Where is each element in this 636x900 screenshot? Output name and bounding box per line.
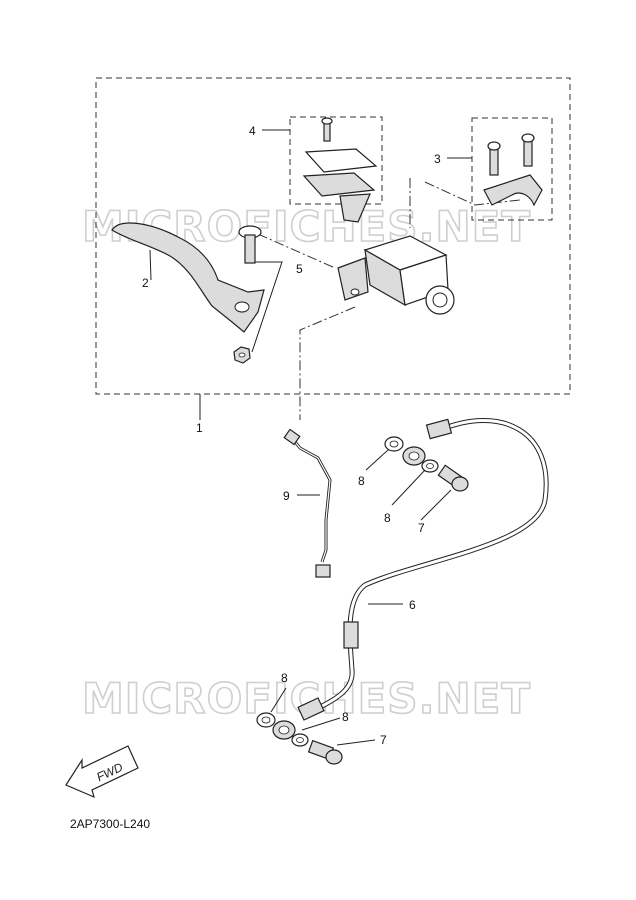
leader-2 [149,249,152,281]
leader-8a [365,449,389,471]
leader-8c [270,687,287,713]
washer-8a[interactable] [384,436,404,452]
union-bolt-upper[interactable] [437,464,469,492]
union-bolt-lower[interactable] [307,739,343,765]
banjo-eye-upper[interactable] [402,446,426,466]
leader-8d [301,717,341,731]
reservoir-cap-set[interactable] [302,117,378,223]
callout-8d: 8 [342,710,349,724]
callout-2: 2 [142,276,149,290]
pivot-nut[interactable] [233,346,251,364]
reservoir-cap-box [289,116,383,205]
brake-switch[interactable] [283,428,332,578]
callout-1: 1 [196,421,203,435]
diagram-code: 2AP7300-L240 [70,817,151,831]
callout-5: 5 [296,262,303,276]
axis-line-c [299,306,356,420]
leader-8b [391,469,426,506]
callout-9: 9 [283,489,290,503]
callout-7b: 7 [380,733,387,747]
callout-7a: 7 [418,521,425,535]
callout-6: 6 [409,598,416,612]
brake-hose[interactable] [297,418,549,721]
callout-3: 3 [434,152,441,166]
master-cylinder-body[interactable] [337,235,455,315]
callout-8b: 8 [384,511,391,525]
banjo-eye-lower[interactable] [272,720,296,740]
fwd-arrow-icon: FWD [65,745,139,799]
axis-line-b [424,181,521,206]
callout-4: 4 [249,124,256,138]
pivot-bolt[interactable] [238,225,262,264]
brake-lever[interactable] [111,222,265,333]
washer-8d[interactable] [291,733,309,747]
axis-line-d [257,233,336,269]
callout-8c: 8 [281,671,288,685]
washer-8b[interactable] [421,459,439,473]
leader-5 [251,261,283,353]
clamp-box [471,117,553,221]
leader-7b [336,739,376,746]
leader-7a [420,489,452,521]
washer-8c[interactable] [256,712,276,728]
assembly-boundary [95,77,571,395]
master-cylinder-clamp[interactable] [483,133,543,207]
callout-8a: 8 [358,474,365,488]
